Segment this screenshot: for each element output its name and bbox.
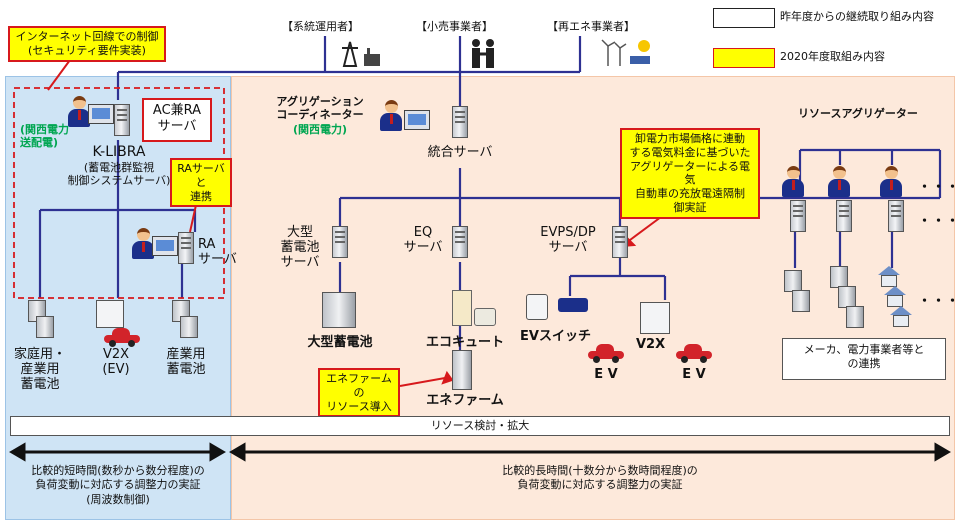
resource-house-icon-2 — [884, 286, 906, 308]
aggregator-person-icon-1 — [780, 166, 806, 198]
ev-switch-icon — [558, 298, 588, 312]
v2x-label: V2X — [636, 337, 666, 352]
ev-label-1: E V — [594, 367, 618, 382]
ene-farm-intro-callout: エネファームの リソース導入 — [318, 368, 400, 418]
retailer-label: 【小売事業者】 — [416, 20, 493, 33]
outlet-icon — [526, 294, 548, 320]
ev-car-icon-2 — [676, 344, 712, 363]
ecocute-tank-icon — [452, 290, 472, 326]
more-resources-dots: ・・・ — [918, 294, 960, 309]
ene-farm-label: エネファーム — [426, 393, 504, 408]
ra-server-icon — [178, 232, 194, 264]
eq-server-label: EQ サーバ — [403, 225, 443, 255]
resource-battery-icon-4 — [838, 286, 856, 308]
internet-control-callout: インターネット回線での制御 (セキュリティ要件実装) — [8, 26, 166, 62]
short-term-description: 比較的短時間(数秒から数分程度)の 負荷変動に対応する調整力の実証 (周波数制御… — [31, 464, 205, 506]
large-battery-label: 大型蓄電池 — [307, 335, 373, 350]
makers-note-box: メーカ、電力事業者等と の連携 — [782, 338, 946, 380]
resource-battery-icon-3 — [830, 266, 848, 288]
evps-server-label: EVPS/DP サーバ — [540, 225, 596, 255]
kansai-electric-label: (関西電力) — [292, 123, 348, 136]
ac-ra-server-box: AC兼RA サーバ — [142, 98, 212, 142]
wind-solar-icon — [598, 38, 654, 66]
ene-farm-icon — [452, 350, 472, 390]
long-term-description: 比較的長時間(十数分から数時間程度)の 負荷変動に対応する調整力の実証 — [502, 464, 698, 492]
aggregator-person-icon-2 — [826, 166, 852, 198]
ev-switch-label: EVスイッチ — [520, 329, 591, 344]
resource-battery-icon-5 — [846, 306, 864, 328]
ecocute-unit-icon — [474, 308, 496, 326]
ev-label-2: E V — [682, 367, 706, 382]
klibra-title: K-LIBRA — [92, 144, 146, 160]
resource-aggregator-label: リソースアグリゲーター — [798, 107, 918, 120]
aggregator-person-icon-3 — [878, 166, 904, 198]
aggregator-server-icon-3 — [888, 200, 904, 232]
renewable-label: 【再エネ事業者】 — [547, 20, 635, 33]
home-battery-label: 家庭用・ 産業用 蓄電池 — [13, 347, 66, 392]
industrial-battery-label: 産業用 蓄電池 — [166, 347, 206, 377]
operator-person-icon — [66, 96, 92, 128]
ecocute-label: エコキュート — [425, 335, 504, 350]
klibra-server-icon — [114, 104, 130, 136]
ev-car-icon — [104, 328, 140, 347]
handshake-icon — [468, 38, 498, 70]
klibra-description: (蓄電池群監視 制御システムサーバ) — [67, 161, 171, 187]
ev-car-icon-1 — [588, 344, 624, 363]
v2x-charger-icon — [96, 300, 124, 328]
transmission-tower-icon — [338, 40, 382, 68]
computer-icon — [88, 104, 114, 124]
resource-review-bar: リソース検討・拡大 — [10, 416, 950, 436]
legend-new-swatch — [713, 48, 775, 68]
ev-charging-callout: 卸電力市場価格に連動 する電気料金に基づいた アグリゲーターによる電気 自動車の… — [620, 128, 760, 219]
legend-continuing-swatch — [713, 8, 775, 28]
industrial-battery-icon-2 — [180, 316, 198, 338]
ra-operator-person-icon — [130, 228, 156, 260]
home-battery-icon-2 — [36, 316, 54, 338]
ra-server-link-callout: RAサーバと 連携 — [170, 158, 232, 208]
v2x-ev-label: V2X (EV) — [102, 347, 130, 377]
resource-house-icon-3 — [890, 306, 912, 328]
ra-computer-icon — [152, 236, 178, 256]
resource-house-icon-1 — [878, 266, 900, 288]
more-servers-dots: ・・・ — [918, 214, 960, 229]
large-battery-server-icon — [332, 226, 348, 258]
ra-server-label: RA サーバ — [198, 237, 237, 267]
evps-server-icon — [612, 226, 628, 258]
large-battery-icon — [322, 292, 356, 328]
eq-server-icon — [452, 226, 468, 258]
v2x-charger-icon-2 — [640, 302, 670, 334]
grid-operator-label: 【系統運用者】 — [282, 20, 359, 33]
large-battery-server-label: 大型 蓄電池 サーバ — [280, 225, 320, 270]
aggregation-coordinator-label: アグリゲーション コーディネーター — [276, 95, 364, 121]
legend-continuing-label: 昨年度からの継続取り組み内容 — [780, 10, 934, 23]
kansai-td-label: (関西電力 送配電) — [20, 123, 70, 149]
resource-battery-icon-1 — [784, 270, 802, 292]
resource-battery-icon-2 — [792, 290, 810, 312]
legend-new-label: 2020年度取組み内容 — [780, 50, 885, 63]
coordinator-computer-icon — [404, 110, 430, 130]
integrated-server-icon — [452, 106, 468, 138]
coordinator-person-icon — [378, 100, 404, 132]
aggregator-server-icon-2 — [836, 200, 852, 232]
more-aggregators-dots: ・・・ — [918, 180, 960, 195]
integrated-server-label: 統合サーバ — [427, 145, 493, 160]
aggregator-server-icon-1 — [790, 200, 806, 232]
